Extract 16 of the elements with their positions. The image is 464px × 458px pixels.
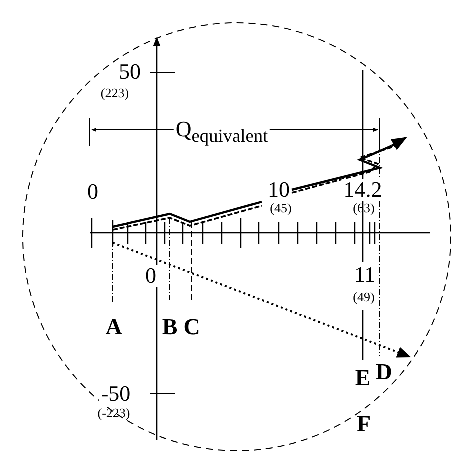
dimension-label: Q$_{equivalent}$: [174, 118, 270, 146]
scale-value: (49): [351, 290, 377, 304]
point-letter: B: [162, 316, 178, 338]
point-letter: D: [376, 360, 392, 384]
point-letter: F: [356, 412, 372, 436]
scale-value: 0: [144, 265, 158, 287]
scale-value: 14.2: [342, 179, 384, 201]
scale-value: (45): [270, 202, 292, 214]
axis-value: (-223): [98, 406, 130, 420]
axis-value: (223): [100, 86, 130, 100]
scale-value: 0: [88, 181, 98, 203]
point-letter: C: [184, 316, 200, 338]
point-letter: A: [106, 316, 122, 338]
axis-value: 50: [119, 61, 141, 83]
scale-value: 10: [268, 179, 290, 201]
axis-value: -50: [99, 383, 133, 405]
